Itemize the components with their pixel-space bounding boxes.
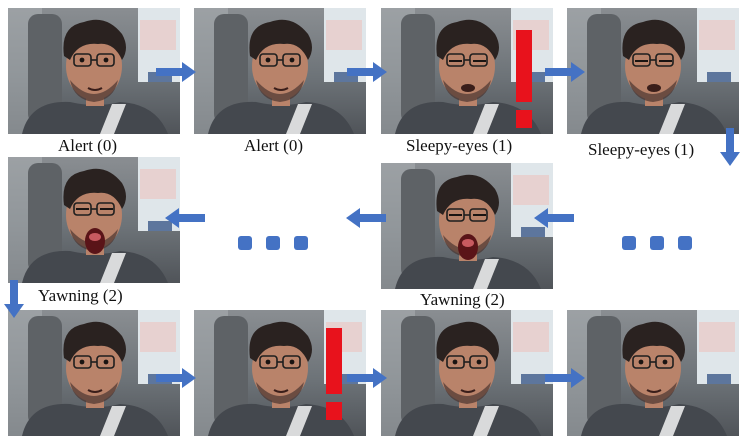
caption-r1c4: Sleepy-eyes (1): [588, 140, 695, 159]
ellipsis-icon: [238, 236, 308, 250]
exclamation-icon: [326, 328, 342, 420]
exclamation-icon: [516, 30, 532, 128]
arrow-icon: [156, 368, 196, 388]
frame-r3c4: [567, 310, 739, 436]
arrow-icon: [156, 62, 196, 82]
frame-r1c2: [194, 8, 366, 134]
frame-r2c1: [8, 157, 180, 283]
frame-r2c3: [381, 163, 553, 289]
caption-r1c1: Alert (0): [58, 136, 118, 155]
arrow-icon: [720, 128, 740, 166]
arrow-icon: [165, 208, 205, 228]
arrow-icon: [347, 368, 387, 388]
arrow-icon: [4, 280, 24, 318]
caption-r2c3: Yawning (2): [420, 290, 505, 309]
arrow-icon: [347, 62, 387, 82]
arrow-icon: [346, 208, 386, 228]
frame-r3c1: [8, 310, 180, 436]
frame-r1c4: [567, 8, 739, 134]
caption-r1c2: Alert (0): [244, 136, 304, 155]
arrow-icon: [545, 368, 585, 388]
frame-r1c1: [8, 8, 180, 134]
caption-r1c3: Sleepy-eyes (1): [406, 136, 513, 155]
ellipsis-icon: [622, 236, 692, 250]
caption-r2c1: Yawning (2): [38, 286, 123, 305]
arrow-icon: [534, 208, 574, 228]
arrow-icon: [545, 62, 585, 82]
frame-r3c3: [381, 310, 553, 436]
